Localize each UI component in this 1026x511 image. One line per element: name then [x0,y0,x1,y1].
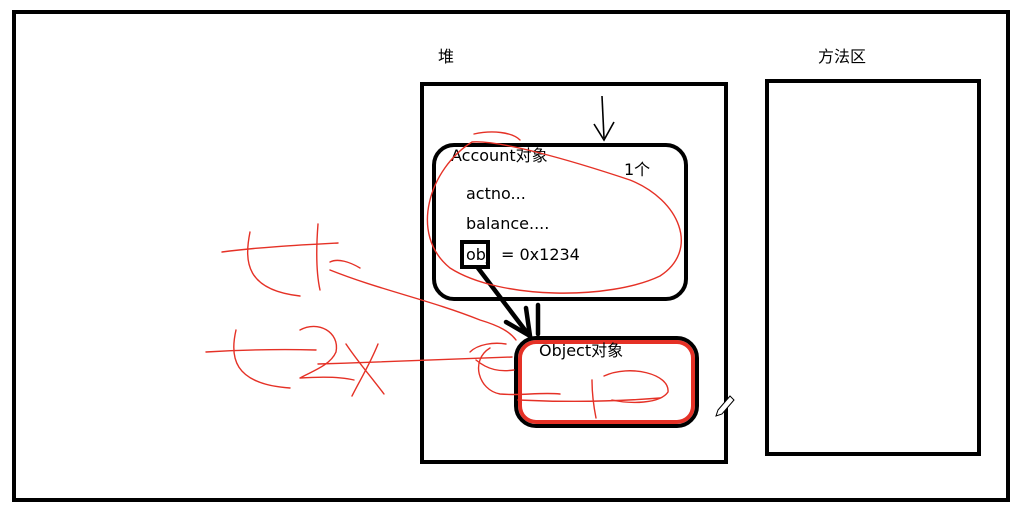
outer-frame [12,10,1010,502]
object-object-title: Object对象 [539,341,624,360]
method-area-region [765,79,981,456]
field-actno: actno... [466,184,526,203]
account-object-title: Account对象 [451,146,548,165]
heap-label: 堆 [438,47,455,66]
obj-field-highlight-box [460,240,490,269]
field-balance: balance.... [466,214,550,233]
method-area-label: 方法区 [818,47,867,66]
instance-count-label: 1个 [624,160,651,179]
field-obj-value: = 0x1234 [501,245,580,264]
